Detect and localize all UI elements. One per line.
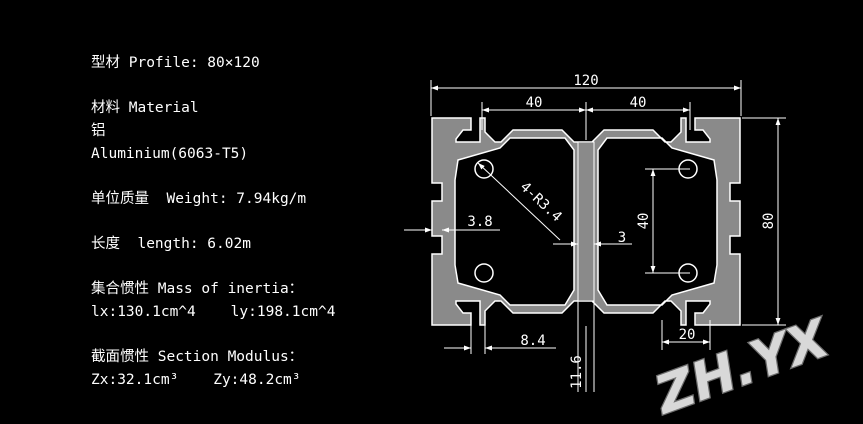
- center-web: [577, 141, 595, 302]
- dim-rail-width: 20: [679, 327, 696, 343]
- spec-panel: 型材 Profile: 80×120 材料 Material 铝 Alumini…: [91, 52, 421, 392]
- inertia-values: lx:130.1cm^4 ly:198.1cm^4: [91, 304, 336, 320]
- dim-slot-spacing-right: 40: [630, 95, 647, 111]
- material-cn: 铝: [91, 123, 106, 139]
- dim-core-width: 11.6: [569, 355, 585, 389]
- profile-text: 型材 Profile: 80×120: [91, 55, 260, 71]
- material-label: 材料 Material: [91, 100, 199, 116]
- dim-total-height: 80: [761, 213, 777, 230]
- dim-slot-opening: 8.4: [520, 333, 545, 349]
- modulus-label: 截面惯性 Section Modulus：: [91, 349, 304, 365]
- dim-web: 3: [618, 230, 626, 246]
- weight-text: 单位质量 Weight: 7.94kg/m: [91, 191, 307, 207]
- dim-total-width: 120: [573, 73, 598, 89]
- length-text: 长度 length: 6.02m: [91, 236, 251, 252]
- hole-bottom-left: [474, 263, 494, 283]
- inertia-label: 集合惯性 Mass of inertia：: [91, 281, 304, 297]
- dim-slot-spacing-left: 40: [526, 95, 543, 111]
- material-en: Aluminium(6063-T5): [91, 146, 249, 162]
- dim-hole-radius: 4-R3.4: [517, 179, 565, 225]
- dim-wall: 3.8: [467, 214, 492, 230]
- dim-vertical-spacing: 40: [636, 213, 652, 230]
- modulus-values: Zx:32.1cm³ Zy:48.2cm³: [91, 372, 301, 388]
- dimension-lines: [404, 80, 786, 392]
